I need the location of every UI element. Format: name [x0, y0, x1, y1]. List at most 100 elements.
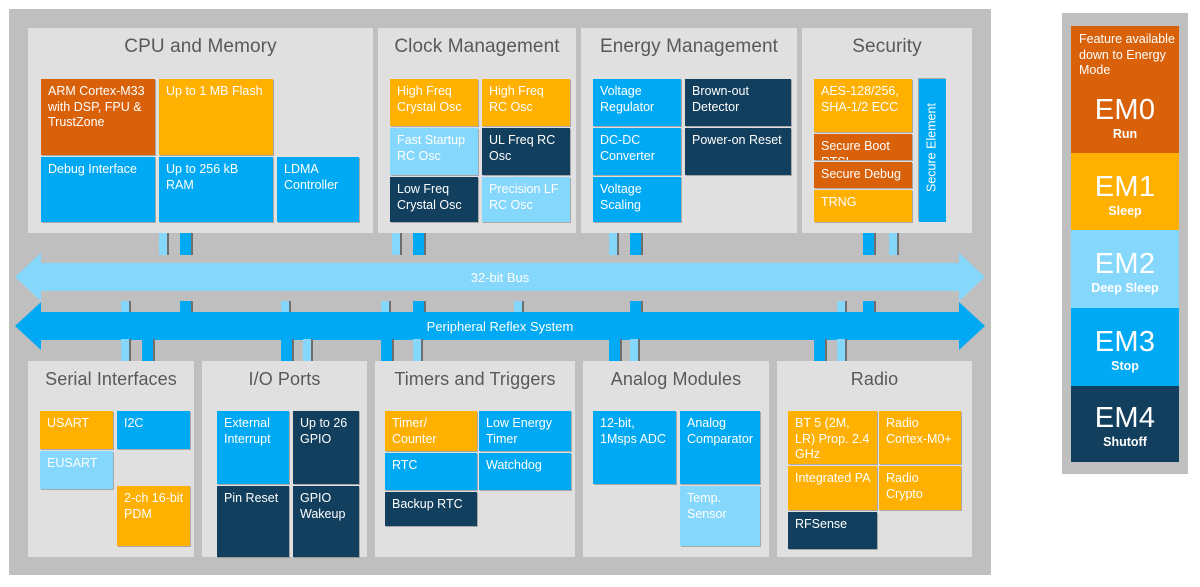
block-external-interrupt[interactable]: External Interrupt — [217, 411, 289, 484]
block-flash[interactable]: Up to 1 MB Flash — [159, 79, 273, 155]
connector-mid-7 — [630, 301, 643, 319]
block-low-energy-timer[interactable]: Low Energy Timer — [479, 411, 571, 451]
legend-name-em2: Deep Sleep — [1091, 281, 1159, 295]
connector-clock-a — [392, 233, 402, 255]
block-gpio[interactable]: Up to 26 GPIO — [293, 411, 359, 484]
block-debug-interface[interactable]: Debug Interface — [41, 157, 155, 222]
block-fast-startup-rc-osc[interactable]: Fast Startup RC Osc — [390, 128, 478, 175]
block-hf-crystal-osc[interactable]: High Freq Crystal Osc — [390, 79, 478, 126]
block-ram[interactable]: Up to 256 kB RAM — [159, 157, 273, 222]
block-dc-dc-converter[interactable]: DC-DC Converter — [593, 128, 681, 175]
connector-security-b — [889, 233, 899, 255]
connector-energy-a — [609, 233, 619, 255]
group-timers-and-triggers: Timers and Triggers Timer/ Counter Low E… — [375, 361, 575, 557]
group-title-cpu-and-memory: CPU and Memory — [124, 36, 277, 57]
block-brown-out-detector[interactable]: Brown-out Detector — [685, 79, 791, 126]
block-precision-lf-rc-osc[interactable]: Precision LF RC Osc — [482, 177, 570, 222]
group-radio: Radio BT 5 (2M, LR) Prop. 2.4 GHz Radio … — [777, 361, 972, 557]
connector-radio-b — [837, 339, 847, 364]
connector-energy-b — [630, 233, 643, 255]
group-io-ports: I/O Ports External Interrupt Up to 26 GP… — [202, 361, 367, 557]
block-watchdog[interactable]: Watchdog — [479, 453, 571, 490]
block-radio-cortex-m0plus[interactable]: Radio Cortex-M0+ — [879, 411, 961, 464]
legend-em1[interactable]: EM1 Sleep — [1071, 153, 1179, 230]
block-gpio-wakeup[interactable]: GPIO Wakeup — [293, 486, 359, 557]
block-lf-crystal-osc[interactable]: Low Freq Crystal Osc — [390, 177, 478, 222]
block-secure-element[interactable]: Secure Element — [919, 79, 946, 222]
group-title-serial-interfaces: Serial Interfaces — [45, 369, 177, 389]
connector-cpu-a — [159, 233, 169, 255]
connector-mid-3 — [281, 301, 291, 319]
block-ldma-controller[interactable]: LDMA Controller — [277, 157, 359, 222]
block-adc[interactable]: 12-bit, 1Msps ADC — [593, 411, 676, 484]
group-clock-management: Clock Management High Freq Crystal Osc H… — [378, 28, 576, 233]
block-pdm[interactable]: 2-ch 16-bit PDM — [117, 486, 190, 546]
legend-name-em3: Stop — [1111, 359, 1139, 373]
block-rtc[interactable]: RTC — [385, 453, 477, 490]
connector-mid-6 — [514, 301, 524, 319]
connector-mid-4 — [381, 301, 391, 319]
legend-em0[interactable]: Feature available down to Energy Mode EM… — [1071, 26, 1179, 153]
group-title-security: Security — [852, 36, 922, 57]
block-timer-counter[interactable]: Timer/ Counter — [385, 411, 477, 451]
legend-code-em2: EM2 — [1094, 248, 1156, 280]
group-analog-modules: Analog Modules 12-bit, 1Msps ADC Analog … — [583, 361, 769, 557]
block-integrated-pa[interactable]: Integrated PA — [788, 466, 877, 510]
connector-security-a — [863, 233, 876, 255]
connector-serial-b — [142, 339, 155, 364]
block-trng[interactable]: TRNG — [814, 190, 912, 222]
legend-header: Feature available down to Energy Mode — [1079, 32, 1175, 77]
group-title-energy-management: Energy Management — [599, 36, 779, 57]
block-radio-crypto[interactable]: Radio Crypto — [879, 466, 961, 510]
block-temp-sensor[interactable]: Temp. Sensor — [680, 486, 760, 546]
legend-code-em1: EM1 — [1094, 171, 1156, 203]
block-bt5-prop24[interactable]: BT 5 (2M, LR) Prop. 2.4 GHz — [788, 411, 877, 464]
legend-code-em4: EM4 — [1094, 402, 1156, 434]
block-aes-sha-ecc[interactable]: AES-128/256, SHA-1/2 ECC — [814, 79, 912, 132]
connector-cpu-b — [180, 233, 193, 255]
group-cpu-and-memory: CPU and Memory ARM Cortex-M33 with DSP, … — [28, 28, 373, 233]
connector-timers-b — [413, 339, 423, 364]
block-secure-boot-rtsl[interactable]: Secure Boot RTSL — [814, 134, 912, 160]
block-rfsense[interactable]: RFSense — [788, 512, 877, 549]
block-power-on-reset[interactable]: Power-on Reset — [685, 128, 791, 175]
legend-em2[interactable]: EM2 Deep Sleep — [1071, 230, 1179, 308]
block-ul-freq-rc-osc[interactable]: UL Freq RC Osc — [482, 128, 570, 175]
legend-name-em4: Shutoff — [1103, 435, 1147, 449]
soc-canvas: CPU and Memory ARM Cortex-M33 with DSP, … — [9, 9, 991, 575]
group-title-analog-modules: Analog Modules — [610, 369, 742, 389]
legend-em4[interactable]: EM4 Shutoff — [1071, 386, 1179, 462]
group-serial-interfaces: Serial Interfaces USART I2C EUSART 2-ch … — [28, 361, 194, 557]
group-energy-management: Energy Management Voltage Regulator Brow… — [581, 28, 797, 233]
group-title-io-ports: I/O Ports — [248, 369, 321, 389]
group-title-radio: Radio — [850, 369, 899, 389]
connector-mid-9 — [863, 301, 876, 319]
connector-clock-b — [413, 233, 426, 255]
connector-radio-a — [814, 339, 827, 364]
block-voltage-regulator[interactable]: Voltage Regulator — [593, 79, 681, 126]
connector-mid-5 — [413, 301, 426, 319]
connector-mid-8 — [837, 301, 847, 319]
legend-em3[interactable]: EM3 Stop — [1071, 308, 1179, 386]
block-i2c[interactable]: I2C — [117, 411, 190, 449]
block-pin-reset[interactable]: Pin Reset — [217, 486, 289, 557]
bus-32bit: 32-bit Bus — [15, 253, 985, 301]
connector-mid-2 — [180, 301, 193, 319]
block-eusart[interactable]: EUSART — [40, 451, 113, 489]
block-arm-cortex-m33[interactable]: ARM Cortex-M33 with DSP, FPU & TrustZone — [41, 79, 155, 155]
block-backup-rtc[interactable]: Backup RTC — [385, 492, 477, 526]
block-analog-comparator[interactable]: Analog Comparator — [680, 411, 760, 484]
connector-analog-a — [609, 339, 622, 364]
connector-io-a — [281, 339, 294, 364]
block-usart[interactable]: USART — [40, 411, 113, 449]
block-voltage-scaling[interactable]: Voltage Scaling — [593, 177, 681, 222]
group-security: Security AES-128/256, SHA-1/2 ECC Secure… — [802, 28, 972, 233]
bus-prs-shape — [15, 302, 985, 350]
legend-name-em0: Run — [1112, 126, 1138, 141]
connector-timers-a — [381, 339, 394, 364]
legend-name-em1: Sleep — [1108, 204, 1142, 218]
block-hf-rc-osc[interactable]: High Freq RC Osc — [482, 79, 570, 126]
block-secure-debug[interactable]: Secure Debug — [814, 162, 912, 188]
bus-32bit-shape — [15, 253, 985, 301]
